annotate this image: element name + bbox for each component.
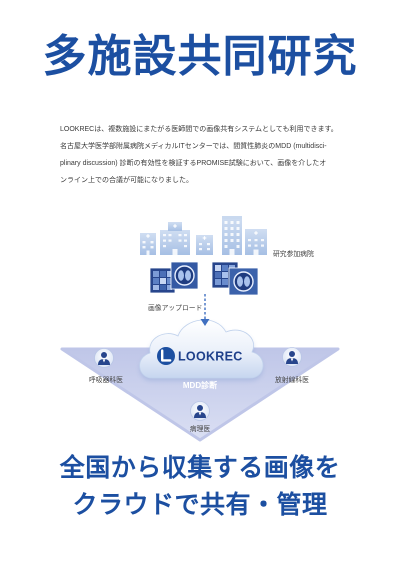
tagline: 全国から収集する画像を クラウドで共有・管理 xyxy=(0,450,400,524)
hospital-building-icon xyxy=(222,216,242,255)
hospital-building-icon xyxy=(160,222,190,255)
role-label-pathology: 病理医 xyxy=(190,424,211,433)
medical-images xyxy=(149,261,259,296)
upload-arrow-icon xyxy=(200,294,210,326)
medical-image-icon xyxy=(228,267,259,296)
doctor-icon xyxy=(190,401,210,421)
medical-image-icon xyxy=(170,261,199,290)
doctor-icon xyxy=(94,348,114,368)
intro-line: 名古屋大学医学部附属病院メディカルITセンターでは、間質性肺炎のMDD (mul… xyxy=(60,143,327,150)
hospital-buildings xyxy=(140,216,267,255)
role-label-respiratory: 呼吸器科医 xyxy=(89,375,123,384)
hospital-building-icon xyxy=(196,235,213,255)
intro-line: plinary discussion) 診断の有効性を検証するPROMISE試験… xyxy=(60,160,327,167)
intro-line: ンライン上での合議が可能になりました。 xyxy=(60,177,193,184)
lookrec-logo-icon xyxy=(157,347,175,365)
hospital-building-icon xyxy=(140,233,156,255)
role-label-radiology: 放射線科医 xyxy=(275,375,309,384)
mdd-sharing-diagram: 研究参加病院 xyxy=(60,216,340,442)
hospitals-label: 研究参加病院 xyxy=(273,249,314,258)
mdd-diagnosis-label: MDD診断 xyxy=(183,380,217,390)
tagline-line: 全国から収集する画像を xyxy=(59,454,341,482)
tagline-line: クラウドで共有・管理 xyxy=(72,491,328,519)
doctor-icon xyxy=(282,347,302,367)
intro-line: LOOKRECは、複数施設にまたがる医師間での画像共有システムとしても利用できま… xyxy=(60,126,338,133)
upload-label: 画像アップロード xyxy=(148,303,202,312)
hospital-building-icon xyxy=(245,229,267,255)
cloud-logo-text: LOOKREC xyxy=(178,350,243,364)
intro-paragraph: LOOKRECは、複数施設にまたがる医師間での画像共有システムとしても利用できま… xyxy=(60,121,352,189)
page-title: 多施設共同研究 xyxy=(42,32,358,81)
